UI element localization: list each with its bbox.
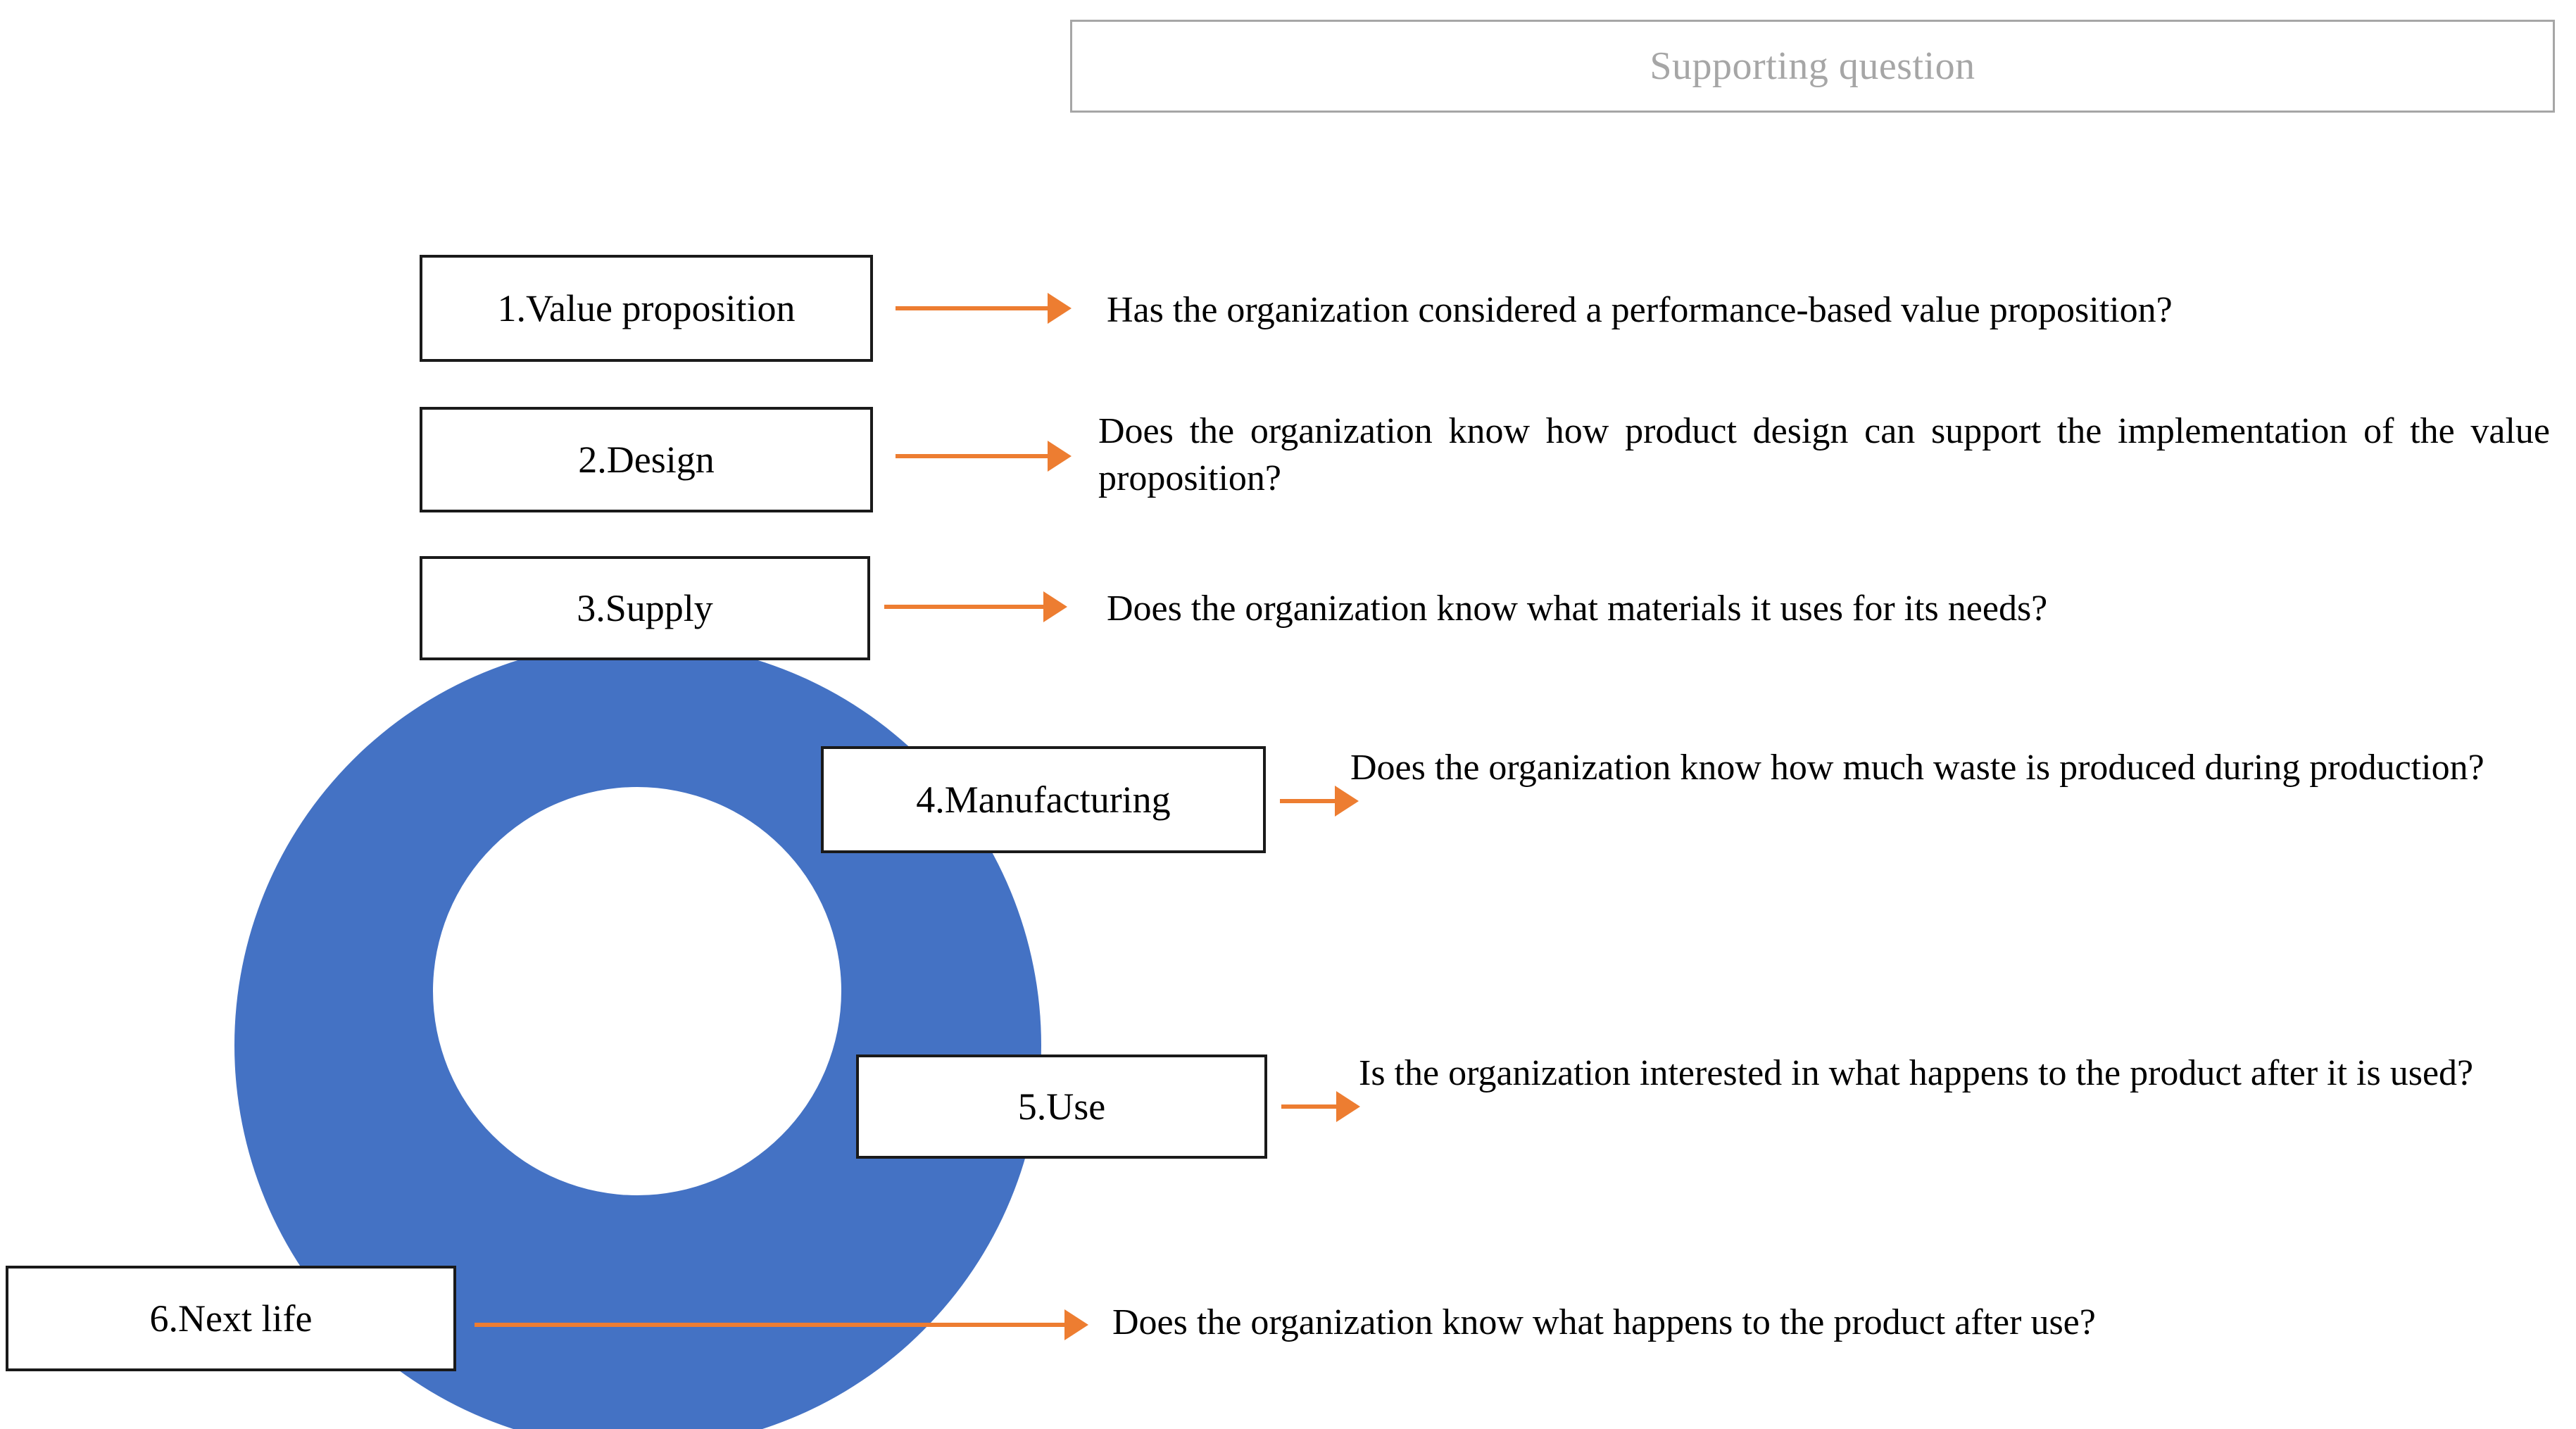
arrow-head-icon: [1043, 591, 1067, 622]
question-supply: Does the organization know what material…: [1107, 588, 2048, 629]
arrow-head-icon: [1335, 786, 1359, 817]
stage-box-value-proposition[interactable]: 1.Value proposition: [420, 255, 873, 362]
arrow-line: [1281, 1104, 1337, 1109]
stage-box-next-life[interactable]: 6.Next life: [6, 1266, 456, 1371]
question-value-proposition: Has the organization considered a perfor…: [1107, 290, 2173, 330]
stage-box-manufacturing[interactable]: 4.Manufacturing: [821, 746, 1266, 853]
arrow-head-icon: [1048, 293, 1072, 324]
arrow-line: [896, 454, 1048, 458]
arrow-line: [896, 306, 1048, 310]
arrow-line: [475, 1323, 1065, 1327]
stage-box-supply[interactable]: 3.Supply: [420, 556, 870, 660]
question-manufacturing: Does the organization know how much wast…: [1350, 748, 2484, 788]
arrow-line: [884, 605, 1044, 609]
arrow-head-icon: [1336, 1091, 1360, 1122]
stage-label: 3.Supply: [577, 587, 713, 629]
stage-box-use[interactable]: 5.Use: [856, 1055, 1267, 1159]
arrow-head-icon: [1064, 1309, 1088, 1340]
stage-label: 5.Use: [1017, 1085, 1106, 1128]
arrow-head-icon: [1048, 441, 1072, 472]
supporting-question-header: Supporting question: [1070, 20, 2555, 113]
question-use: Is the organization interested in what h…: [1359, 1053, 2474, 1093]
stage-label: 4.Manufacturing: [916, 779, 1171, 821]
stage-label: 2.Design: [578, 439, 715, 481]
question-design: Does the organization know how product d…: [1098, 411, 2550, 498]
supporting-question-header-label: Supporting question: [1650, 44, 1975, 88]
question-next-life: Does the organization know what happens …: [1112, 1302, 2096, 1342]
stage-label: 6.Next life: [149, 1297, 313, 1340]
arrow-line: [1280, 799, 1336, 803]
stage-box-design[interactable]: 2.Design: [420, 407, 873, 512]
stage-label: 1.Value proposition: [497, 287, 796, 329]
lifecycle-donut-hole: [433, 787, 841, 1195]
